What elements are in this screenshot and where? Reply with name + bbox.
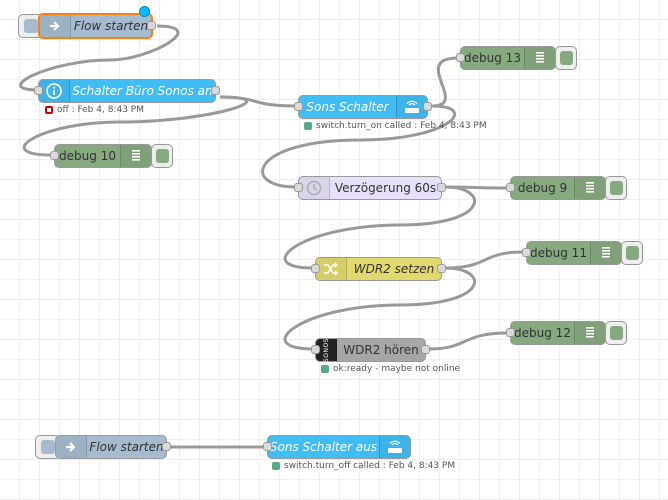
node-label: Sons Schalter aus: [269, 440, 378, 454]
input-port[interactable]: [311, 345, 320, 354]
list-icon: [120, 145, 151, 167]
debug-toggle-indicator: [559, 51, 573, 65]
input-port[interactable]: [506, 328, 515, 337]
debug-toggle-button[interactable]: [621, 241, 643, 265]
status-text: switch.turn_off called : Feb 4, 8:43 PM: [284, 461, 456, 471]
debug-node-debug-12[interactable]: debug 12: [506, 321, 606, 345]
status-text: ok:ready - maybe not online: [333, 364, 461, 374]
sonos-node-wdr2-hoeren[interactable]: SONOS WDR2 hören: [311, 337, 430, 363]
debug-toggle-indicator: [625, 246, 639, 260]
ha-node-sons-schalter-aus[interactable]: Sons Schalter aus: [263, 435, 411, 459]
output-port[interactable]: [437, 264, 446, 273]
debug-toggle-button[interactable]: [605, 176, 627, 200]
status-dot-red: [45, 106, 53, 114]
sonos-logo-text: SONOS: [322, 337, 330, 363]
debug-toggle-button[interactable]: [555, 46, 577, 70]
wire-sons-to-debug13: [431, 56, 459, 108]
node-status: off : Feb 4, 8:43 PM: [45, 105, 144, 115]
inject-node-flow-starten-bottom[interactable]: Flow starten: [55, 435, 171, 459]
sonos-logo-icon: SONOS: [316, 337, 337, 363]
debug-toggle-indicator: [609, 326, 623, 340]
input-port[interactable]: [294, 183, 303, 192]
output-port[interactable]: [147, 21, 156, 30]
wire-change-to-debug11: [444, 250, 525, 270]
arrow-right-icon: [56, 436, 87, 458]
arrow-right-icon: [40, 15, 71, 37]
input-port[interactable]: [263, 442, 272, 451]
output-port[interactable]: [421, 345, 430, 354]
node-label: Schalter Büro Sonos an: [72, 84, 213, 98]
output-port[interactable]: [162, 442, 171, 451]
node-label: WDR2 setzen: [353, 262, 435, 276]
output-port[interactable]: [437, 183, 446, 192]
wire-sonos-to-debug12: [427, 331, 509, 351]
debug-node-debug-9[interactable]: debug 9: [506, 176, 606, 200]
status-dot-green: [272, 462, 280, 470]
wire-schalter-to-sons: [219, 95, 297, 108]
changed-indicator: [139, 6, 150, 17]
debug-node-debug-10[interactable]: debug 10: [50, 144, 152, 168]
node-label: Flow starten: [73, 19, 149, 33]
node-label: Sons Schalter: [306, 100, 389, 114]
node-label: debug 9: [517, 181, 568, 195]
node-label: debug 10: [59, 149, 116, 163]
shuffle-icon: [316, 258, 347, 280]
router-icon: [379, 436, 410, 458]
status-text: switch.turn_on called : Feb 4, 8:43 PM: [316, 121, 487, 131]
list-icon: [590, 242, 621, 264]
debug-toggle-indicator: [609, 181, 623, 195]
status-dot-green: [304, 122, 312, 130]
debug-node-debug-13[interactable]: debug 13: [456, 46, 556, 70]
node-label: Verzögerung 60s: [334, 181, 437, 195]
router-icon: [396, 96, 427, 118]
output-port[interactable]: [211, 86, 220, 95]
wire-delay-to-debug9: [444, 185, 509, 190]
info-icon: [39, 80, 70, 102]
input-port[interactable]: [506, 183, 515, 192]
node-label: WDR2 hören: [343, 343, 419, 357]
input-port[interactable]: [311, 264, 320, 273]
input-port[interactable]: [522, 248, 531, 257]
ha-node-schalter-buero-sonos-an[interactable]: Schalter Büro Sonos an: [34, 79, 220, 103]
node-status: ok:ready - maybe not online: [321, 364, 460, 374]
debug-toggle-button[interactable]: [151, 144, 173, 168]
inject-trigger-indicator: [41, 440, 55, 454]
input-port[interactable]: [34, 86, 43, 95]
input-port[interactable]: [50, 151, 59, 160]
node-label: debug 13: [464, 51, 521, 65]
node-status: switch.turn_on called : Feb 4, 8:43 PM: [304, 121, 487, 131]
inject-trigger-indicator: [24, 19, 38, 33]
delay-node-verzoegerung-60s[interactable]: Verzögerung 60s: [294, 176, 446, 200]
node-label: debug 11: [530, 246, 587, 260]
debug-toggle-indicator: [155, 149, 169, 163]
ha-node-sons-schalter[interactable]: Sons Schalter: [294, 95, 432, 119]
list-icon: [574, 322, 605, 344]
list-icon: [574, 177, 605, 199]
output-port[interactable]: [423, 102, 432, 111]
timer-icon: [299, 177, 330, 199]
node-label: debug 12: [514, 326, 571, 340]
status-dot-green: [321, 365, 329, 373]
inject-node-flow-starten-top[interactable]: Flow starten: [38, 13, 156, 39]
node-label: Flow starten: [89, 440, 164, 454]
list-icon: [524, 47, 555, 69]
input-port[interactable]: [456, 53, 465, 62]
debug-node-debug-11[interactable]: debug 11: [522, 241, 622, 265]
status-text: off : Feb 4, 8:43 PM: [57, 105, 144, 115]
debug-toggle-button[interactable]: [605, 321, 627, 345]
node-status: switch.turn_off called : Feb 4, 8:43 PM: [272, 461, 455, 471]
input-port[interactable]: [294, 102, 303, 111]
change-node-wdr2-setzen[interactable]: WDR2 setzen: [311, 257, 446, 281]
